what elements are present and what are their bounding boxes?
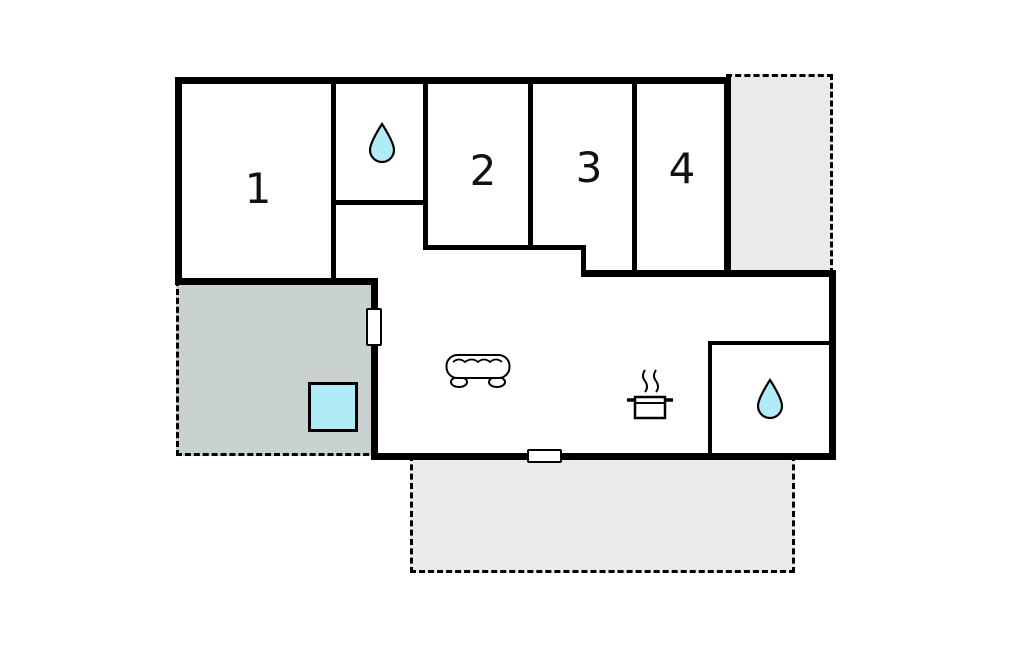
terrace-top-right — [726, 74, 833, 274]
wall-room4-right — [724, 77, 731, 277]
wall-bathroom-top-bottom — [331, 200, 428, 205]
door-window-marker-left — [366, 308, 382, 346]
cooking-pot-icon — [626, 368, 674, 426]
room-4-number: 4 — [668, 143, 696, 193]
door-window-marker-bottom — [527, 449, 562, 463]
wall-bathroom-right-left — [708, 341, 712, 453]
sofa-icon — [445, 350, 511, 394]
wall-room3-room4 — [632, 84, 637, 277]
wall-extension-top — [581, 270, 836, 277]
wall-room1-bottom — [175, 278, 378, 285]
wall-room1-right — [331, 84, 336, 278]
room-1-number: 1 — [244, 163, 272, 213]
wall-room2-bottom — [423, 245, 586, 250]
wall-right — [829, 270, 836, 460]
wall-top — [175, 77, 731, 84]
covered-terrace — [176, 280, 378, 456]
wall-bathroom-right-top — [708, 341, 829, 345]
room-3-label: 3 — [559, 137, 619, 197]
room-2-number: 2 — [469, 145, 497, 195]
room-4-label: 4 — [652, 138, 712, 198]
room-1-label: 1 — [228, 158, 288, 218]
wall-step — [581, 245, 586, 277]
water-drop-icon — [754, 378, 786, 424]
wall-room2-room3 — [528, 84, 533, 250]
water-drop-icon — [366, 122, 398, 168]
hot-tub — [308, 382, 358, 432]
room-3-number: 3 — [575, 142, 603, 192]
room-2-label: 2 — [453, 140, 513, 200]
wall-left — [175, 77, 182, 285]
wall-bottom — [371, 453, 836, 460]
wall-living-left — [371, 278, 378, 460]
wall-room2-left — [423, 84, 428, 250]
terrace-bottom — [410, 455, 795, 573]
